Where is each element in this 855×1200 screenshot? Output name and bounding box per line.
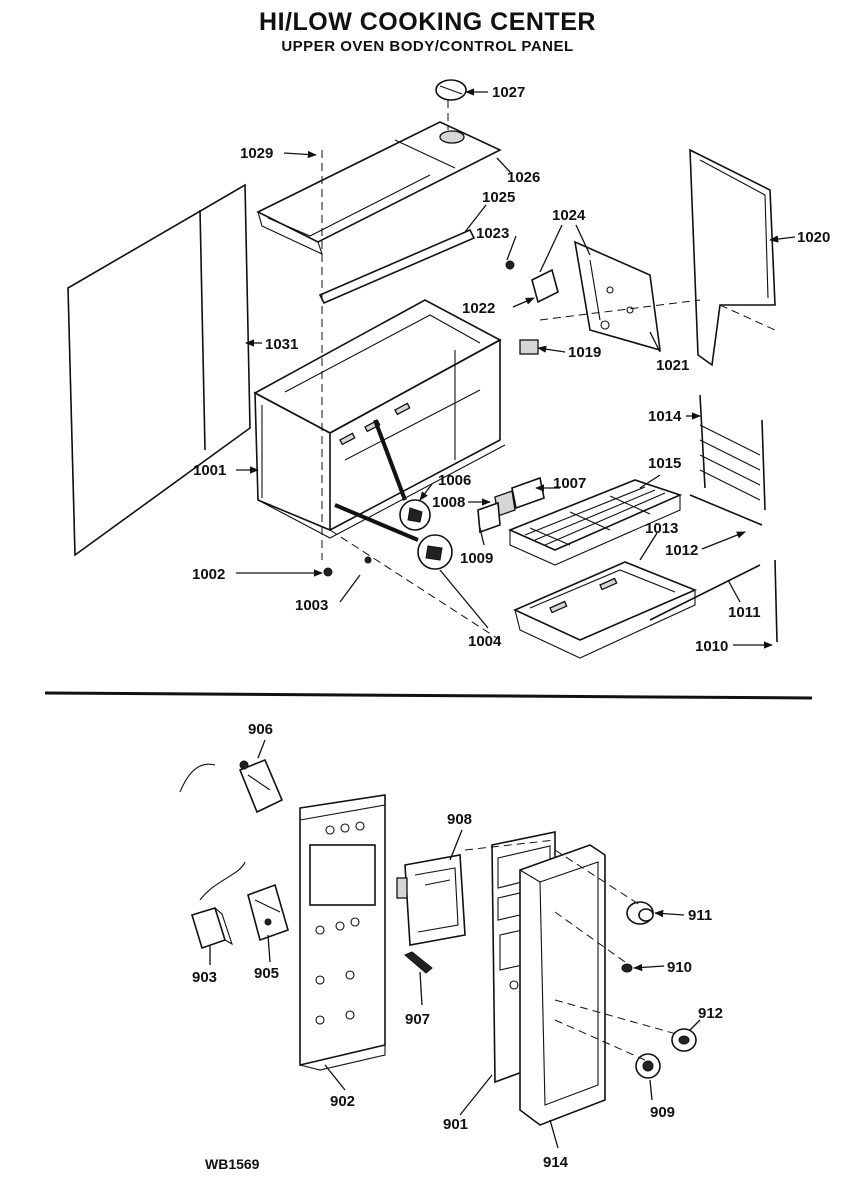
label-1020: 1020 bbox=[797, 229, 830, 246]
label-1015: 1015 bbox=[648, 455, 681, 472]
label-910: 910 bbox=[667, 959, 692, 976]
switch-1022 bbox=[505, 260, 559, 304]
label-1026: 1026 bbox=[507, 169, 540, 186]
trim-frame-914 bbox=[519, 844, 606, 1126]
rear-panel-1020 bbox=[689, 148, 776, 367]
page-title: HI/LOW COOKING CENTER bbox=[259, 8, 596, 36]
rack-support-1014 bbox=[699, 394, 766, 511]
side-panel-1031 bbox=[67, 183, 251, 557]
switch-903 bbox=[191, 907, 233, 950]
label-903: 903 bbox=[192, 969, 217, 986]
page-subtitle: UPPER OVEN BODY/CONTROL PANEL bbox=[281, 38, 574, 55]
label-1029: 1029 bbox=[240, 145, 273, 162]
label-1007: 1007 bbox=[553, 475, 586, 492]
knob-909 bbox=[635, 1053, 661, 1079]
clamp-1004 bbox=[417, 534, 453, 570]
label-1023: 1023 bbox=[476, 225, 509, 242]
section-divider bbox=[44, 691, 813, 700]
label-1001: 1001 bbox=[193, 462, 226, 479]
switch-905 bbox=[199, 861, 289, 942]
part-1019 bbox=[519, 339, 539, 355]
label-909: 909 bbox=[650, 1104, 675, 1121]
label-1006: 1006 bbox=[438, 472, 471, 489]
label-1004: 1004 bbox=[468, 633, 502, 650]
bracket-1024 bbox=[573, 240, 661, 352]
label-1010: 1010 bbox=[695, 638, 728, 655]
broiler-pan-1013 bbox=[513, 561, 698, 659]
label-1022: 1022 bbox=[462, 300, 495, 317]
label-1003: 1003 bbox=[295, 597, 328, 614]
label-907: 907 bbox=[405, 1011, 430, 1028]
label-912: 912 bbox=[698, 1005, 723, 1022]
label-1024: 1024 bbox=[552, 207, 586, 224]
top-cover-1026 bbox=[256, 121, 502, 256]
label-1019: 1019 bbox=[568, 344, 601, 361]
knob-912 bbox=[671, 1028, 697, 1052]
part-1002 bbox=[323, 567, 333, 577]
oven-body-1001 bbox=[253, 299, 506, 539]
label-1008: 1008 bbox=[432, 494, 465, 511]
label-1014: 1014 bbox=[648, 408, 682, 425]
control-panel-902 bbox=[299, 794, 386, 1071]
label-1012: 1012 bbox=[665, 542, 698, 559]
part-907 bbox=[404, 951, 433, 974]
label-1011: 1011 bbox=[728, 604, 761, 621]
light-cover-1027 bbox=[435, 79, 467, 101]
part-1003 bbox=[364, 556, 372, 564]
label-1031: 1031 bbox=[265, 336, 298, 353]
label-1009: 1009 bbox=[460, 550, 493, 567]
label-1021: 1021 bbox=[656, 357, 689, 374]
label-1027: 1027 bbox=[492, 84, 525, 101]
timer-908 bbox=[396, 854, 466, 946]
label-1025: 1025 bbox=[482, 189, 515, 206]
oven-rack-1015 bbox=[507, 479, 683, 566]
label-902: 902 bbox=[330, 1093, 355, 1110]
label-911: 911 bbox=[688, 907, 712, 924]
label-901: 901 bbox=[443, 1116, 468, 1133]
slides-1010-1012 bbox=[649, 494, 778, 643]
drawing-code: WB1569 bbox=[205, 1156, 260, 1172]
thermostat-906 bbox=[179, 758, 284, 814]
knob-910 bbox=[621, 963, 633, 973]
label-1013: 1013 bbox=[645, 520, 678, 537]
clamp-1006 bbox=[399, 499, 431, 531]
label-1002: 1002 bbox=[192, 566, 225, 583]
label-905: 905 bbox=[254, 965, 279, 982]
front-trim-1025 bbox=[318, 228, 476, 305]
label-914: 914 bbox=[543, 1154, 569, 1171]
label-908: 908 bbox=[447, 811, 472, 828]
label-906: 906 bbox=[248, 721, 273, 738]
knob-911 bbox=[626, 901, 654, 925]
